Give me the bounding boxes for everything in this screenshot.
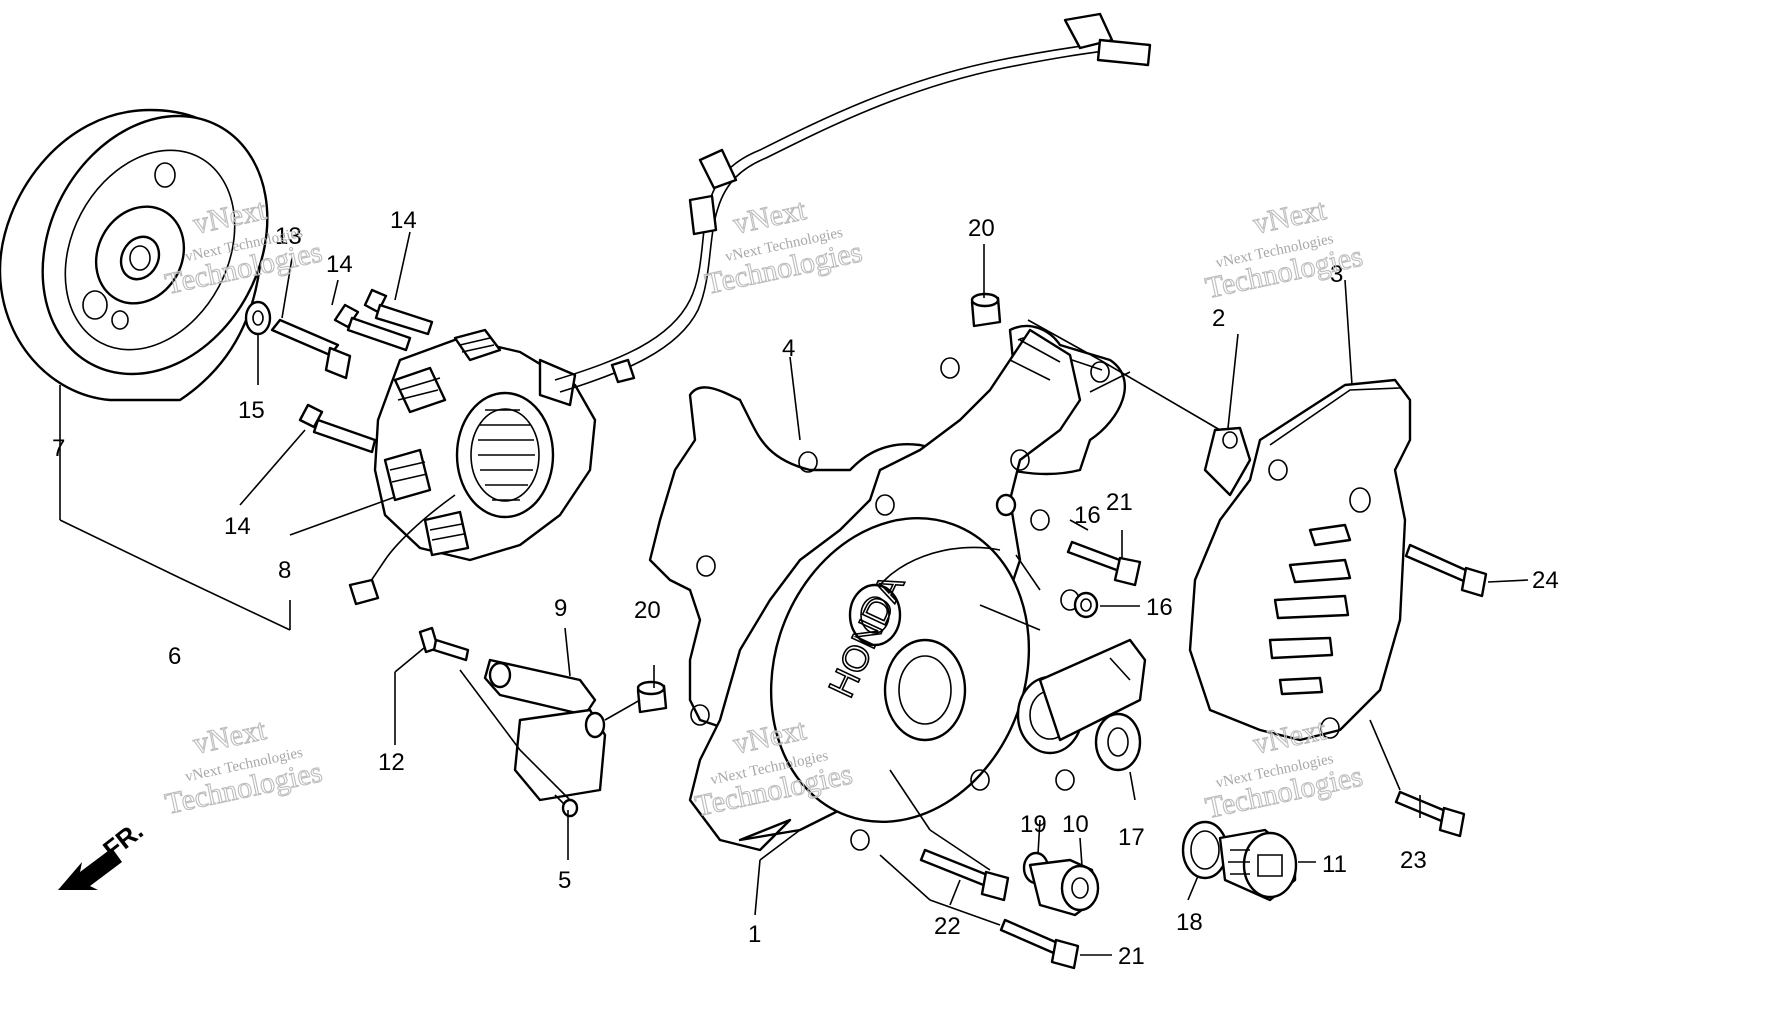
callout-17: 17 <box>1118 824 1145 851</box>
sprocket-cover <box>1188 378 1412 742</box>
wire-clamp <box>1203 426 1252 497</box>
pulse-generator <box>483 658 607 818</box>
cover-bolts <box>919 493 1488 970</box>
callout-16a: 16 <box>1074 502 1101 529</box>
leader-lines <box>59 231 1529 956</box>
flywheel <box>0 108 269 402</box>
callout-22: 22 <box>934 913 961 940</box>
callout-5: 5 <box>558 867 571 894</box>
callout-14c: 14 <box>224 513 251 540</box>
callout-9: 9 <box>554 595 567 622</box>
callout-21b: 21 <box>1118 943 1145 970</box>
front-direction-arrow: FR. <box>58 815 149 890</box>
callout-4: 4 <box>782 335 795 362</box>
callout-24: 24 <box>1532 567 1559 594</box>
stator-bolts <box>244 288 470 662</box>
callout-7: 7 <box>52 435 65 462</box>
callout-8: 8 <box>278 557 291 584</box>
dowel-pins <box>636 292 1002 714</box>
callout-11: 11 <box>1322 851 1347 878</box>
callout-2: 2 <box>1212 305 1225 332</box>
callout-13: 13 <box>275 223 302 250</box>
callout-20a: 20 <box>968 215 995 242</box>
callout-16b: 16 <box>1146 594 1173 621</box>
left-crankcase-cover: HONDA <box>688 328 1147 852</box>
callout-12: 12 <box>378 749 405 776</box>
callout-6: 6 <box>168 643 181 670</box>
callout-18: 18 <box>1176 909 1203 936</box>
callout-15: 15 <box>238 397 265 424</box>
callout-1: 1 <box>748 921 761 948</box>
callout-labels: 1 2 3 4 5 6 7 8 9 10 11 12 13 14 14 14 1… <box>52 207 1559 970</box>
callout-3: 3 <box>1330 261 1343 288</box>
callout-20b: 20 <box>634 597 661 624</box>
callout-23: 23 <box>1400 847 1427 874</box>
callout-19: 19 <box>1020 811 1047 838</box>
callout-14b: 14 <box>390 207 417 234</box>
callout-21a: 21 <box>1106 489 1133 516</box>
stator <box>348 12 1152 606</box>
callout-14a: 14 <box>326 251 353 278</box>
callout-10: 10 <box>1062 811 1089 838</box>
